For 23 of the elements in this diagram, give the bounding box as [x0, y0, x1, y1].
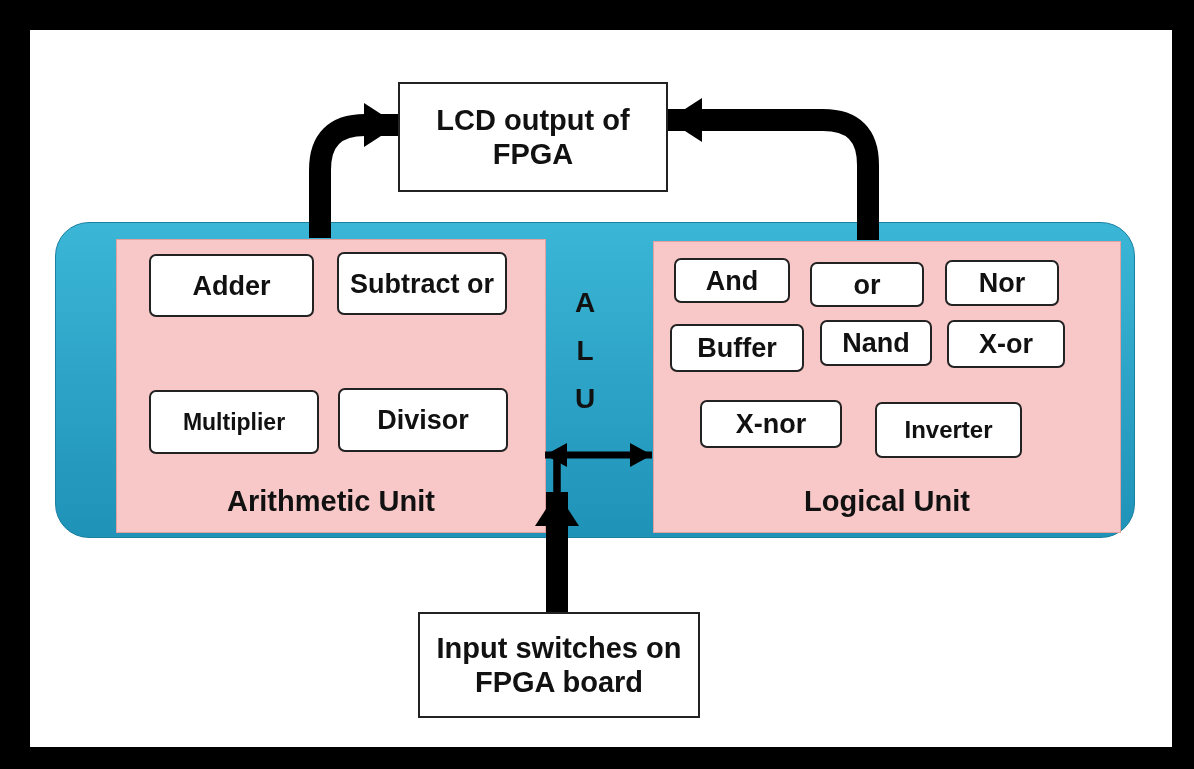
- block-box: or: [810, 262, 924, 307]
- unit-panel: [116, 239, 546, 533]
- arrow: [535, 492, 579, 612]
- arrow: [668, 98, 879, 240]
- block-box: Nor: [945, 260, 1059, 306]
- block-box: X-nor: [700, 400, 842, 448]
- block-box: Multiplier: [149, 390, 319, 454]
- unit-title: Logical Unit: [803, 485, 971, 518]
- output-box: LCD output of FPGA: [398, 82, 668, 192]
- block-box: X-or: [947, 320, 1065, 368]
- block-box: Buffer: [670, 324, 804, 372]
- alu-band: [55, 222, 1135, 538]
- block-box: Nand: [820, 320, 932, 366]
- block-box: Divisor: [338, 388, 508, 452]
- input-box: Input switches on FPGA board: [418, 612, 700, 718]
- block-box: Subtract or: [337, 252, 507, 315]
- unit-title: Arithmetic Unit: [226, 485, 436, 518]
- block-box: Adder: [149, 254, 314, 317]
- unit-panel: [653, 241, 1121, 533]
- alu-label: A L U: [573, 286, 597, 416]
- block-box: And: [674, 258, 790, 303]
- block-box: Inverter: [875, 402, 1022, 458]
- arrow: [309, 103, 398, 238]
